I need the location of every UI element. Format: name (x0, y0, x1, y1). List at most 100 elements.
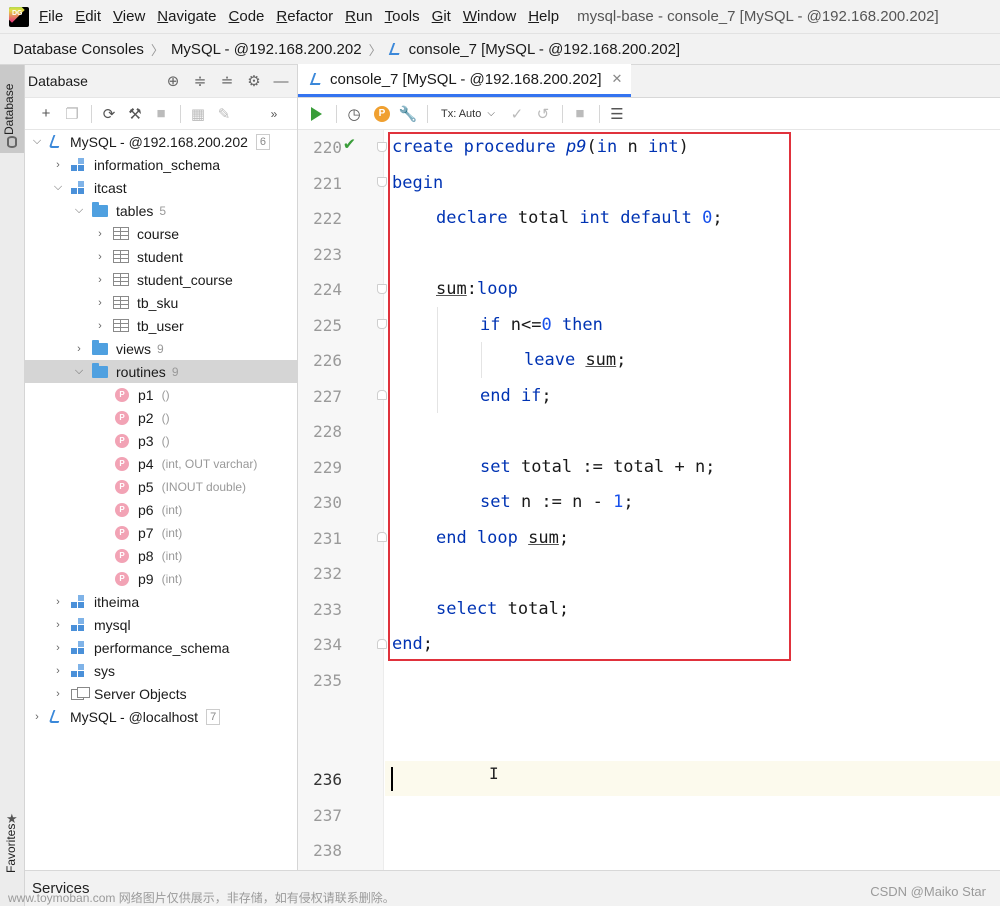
tree-node-schema[interactable]: › itheima (25, 590, 297, 613)
tab-console-7[interactable]: console_7 [MySQL - @192.168.200.202] ✕ (298, 64, 632, 97)
more-icon[interactable]: » (270, 106, 278, 121)
tree-node-procedure[interactable]: P p8 (int) (25, 544, 297, 567)
history-clock-icon[interactable]: ◷ (347, 105, 361, 123)
line-number: 238 (313, 841, 342, 860)
commit-check-icon[interactable]: ✓ (510, 105, 524, 123)
chevron-right-icon[interactable]: › (98, 319, 102, 332)
tree-node-label: p3 (138, 432, 154, 449)
tree-node-procedure[interactable]: P p4 (int, OUT varchar) (25, 452, 297, 475)
watermark-text: www.toymoban.com 网络图片仅供展示，非存储，如有侵权请联系删除。 (8, 891, 395, 905)
tree-node-tables[interactable]: ⌵ tables 5 (25, 199, 297, 222)
add-icon[interactable]: + (41, 105, 51, 122)
minimize-icon[interactable]: — (273, 72, 289, 90)
chevron-down-icon[interactable]: ⌵ (487, 108, 495, 119)
breadcrumb-item-console[interactable]: console_7 [MySQL - @192.168.200.202] (408, 40, 681, 58)
expand-all-icon[interactable]: ≑ (193, 73, 207, 90)
output-table-icon[interactable]: ☰ (610, 105, 624, 123)
tree-node-connection[interactable]: ⌵ MySQL - @192.168.200.202 6 (25, 130, 297, 153)
fold-marker-icon[interactable] (377, 639, 387, 649)
database-tool-window-button[interactable]: Database (0, 65, 24, 153)
code-label: sum (436, 279, 467, 299)
tree-node-schema[interactable]: › mysql (25, 613, 297, 636)
chevron-right-icon[interactable]: › (56, 158, 60, 171)
tree-node-itcast[interactable]: ⌵ itcast (25, 176, 297, 199)
chevron-right-icon[interactable]: › (98, 227, 102, 240)
chevron-right-icon[interactable]: › (56, 595, 60, 608)
transaction-mode-select[interactable]: Tx: Auto (441, 107, 482, 120)
tree-node-server-objects[interactable]: › Server Objects (25, 682, 297, 705)
code-area[interactable]: 220 221 222 223 224 225 226 227 228 229 … (298, 130, 1000, 906)
menu-refactor[interactable]: Refactor (276, 8, 334, 25)
rollback-icon[interactable]: ↺ (536, 105, 550, 123)
services-tool-button[interactable]: Services (32, 880, 90, 897)
copy-icon[interactable]: ❐ (65, 105, 79, 123)
menu-git[interactable]: Git (431, 8, 451, 25)
chevron-right-icon[interactable]: › (98, 250, 102, 263)
breadcrumb-item-consoles[interactable]: Database Consoles (13, 40, 144, 58)
menu-code[interactable]: Code (228, 8, 265, 25)
wrench-icon[interactable]: 🔧 (398, 105, 418, 123)
chevron-right-icon[interactable]: › (56, 664, 60, 677)
run-icon[interactable] (311, 106, 322, 121)
edit-icon[interactable]: ✎ (217, 105, 231, 123)
chevron-down-icon[interactable]: ⌵ (53, 181, 63, 193)
tree-node-procedure[interactable]: P p6 (int) (25, 498, 297, 521)
tree-node-procedure[interactable]: P p9 (int) (25, 567, 297, 590)
chevron-down-icon[interactable]: ⌵ (74, 204, 84, 216)
tree-node-procedure[interactable]: P p3 () (25, 429, 297, 452)
menu-navigate[interactable]: Navigate (157, 8, 217, 25)
fold-marker-icon[interactable] (377, 532, 387, 542)
menu-help[interactable]: Help (528, 8, 560, 25)
refresh-icon[interactable]: ⟳ (102, 105, 116, 123)
table-view-icon[interactable]: ▦ (190, 105, 206, 123)
favorites-tool-label[interactable]: Favorites (4, 823, 18, 873)
fold-marker-icon[interactable] (377, 142, 387, 152)
tree-node-label: sys (94, 662, 115, 679)
stop-icon[interactable]: ■ (156, 105, 166, 122)
chevron-down-icon[interactable]: ⌵ (74, 365, 84, 377)
tree-node-routines[interactable]: ⌵ routines 9 (25, 360, 297, 383)
chevron-right-icon[interactable]: › (98, 273, 102, 286)
gear-icon[interactable]: ⚙ (247, 73, 261, 90)
chevron-right-icon[interactable]: › (56, 641, 60, 654)
menu-view[interactable]: View (113, 8, 146, 25)
tree-node-schema[interactable]: › performance_schema (25, 636, 297, 659)
tree-node-information-schema[interactable]: › information_schema (25, 153, 297, 176)
stop-icon[interactable]: ■ (575, 105, 585, 122)
fold-marker-icon[interactable] (377, 177, 387, 187)
chevron-right-icon[interactable]: › (56, 618, 60, 631)
fold-marker-icon[interactable] (377, 319, 387, 329)
fold-marker-icon[interactable] (377, 284, 387, 294)
tree-node-table[interactable]: › student_course (25, 268, 297, 291)
crosshair-icon[interactable]: ⊕ (166, 73, 180, 90)
tree-node-schema[interactable]: › sys (25, 659, 297, 682)
code-text: ; (541, 385, 552, 406)
menu-file[interactable]: File (39, 8, 64, 25)
tree-node-procedure[interactable]: P p1 () (25, 383, 297, 406)
breadcrumb-item-connection[interactable]: MySQL - @192.168.200.202 (170, 40, 362, 58)
menu-edit[interactable]: Edit (75, 8, 102, 25)
menu-run[interactable]: Run (345, 8, 373, 25)
favorites-star-icon[interactable]: ★ (6, 811, 18, 826)
menu-window[interactable]: Window (462, 8, 517, 25)
tree-node-procedure[interactable]: P p2 () (25, 406, 297, 429)
tree-node-table[interactable]: › student (25, 245, 297, 268)
tree-node-table[interactable]: › tb_user (25, 314, 297, 337)
tree-node-table[interactable]: › tb_sku (25, 291, 297, 314)
chevron-right-icon[interactable]: › (77, 342, 81, 355)
parameters-icon[interactable]: P (374, 105, 390, 122)
collapse-all-icon[interactable]: ≐ (220, 73, 234, 90)
tree-node-procedure[interactable]: P p5 (INOUT double) (25, 475, 297, 498)
schema-settings-icon[interactable]: ⚒ (128, 105, 142, 123)
chevron-right-icon[interactable]: › (35, 710, 39, 723)
close-icon[interactable]: ✕ (611, 71, 623, 86)
tree-node-localhost[interactable]: › MySQL - @localhost 7 (25, 705, 297, 728)
chevron-right-icon[interactable]: › (56, 687, 60, 700)
tree-node-table[interactable]: › course (25, 222, 297, 245)
menu-tools[interactable]: Tools (384, 8, 420, 25)
tree-node-views[interactable]: › views 9 (25, 337, 297, 360)
fold-marker-icon[interactable] (377, 390, 387, 400)
chevron-right-icon[interactable]: › (98, 296, 102, 309)
tree-node-procedure[interactable]: P p7 (int) (25, 521, 297, 544)
chevron-down-icon[interactable]: ⌵ (32, 135, 42, 147)
